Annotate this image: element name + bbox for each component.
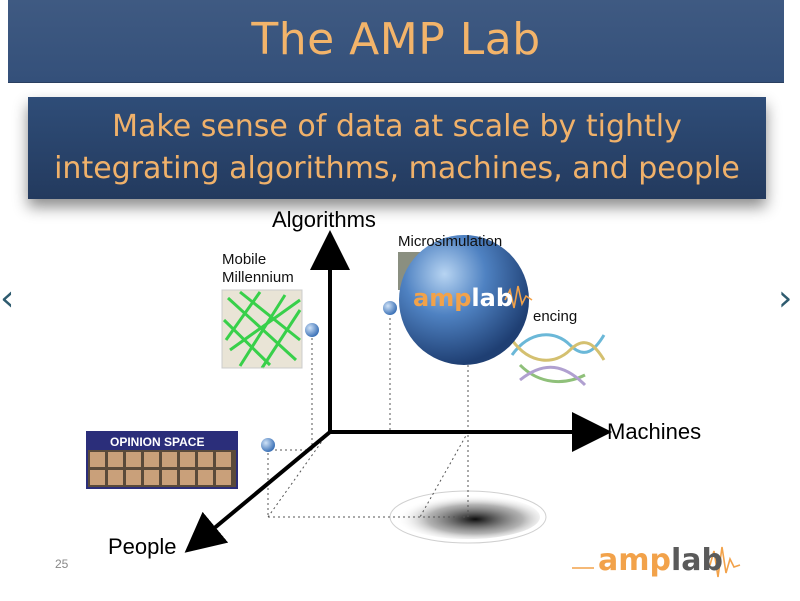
logo-amp: amp xyxy=(598,543,671,578)
dot-mobile xyxy=(305,323,319,337)
people-axis xyxy=(184,430,332,553)
sphere-logo-lab: lab xyxy=(471,284,513,312)
mobile-millennium-map xyxy=(221,289,303,369)
mobile-label-2: Millennium xyxy=(222,269,294,286)
opinion-space-label: OPINION SPACE xyxy=(110,435,204,449)
machines-label: Machines xyxy=(607,419,702,444)
mobile-label-1: Mobile xyxy=(222,251,267,268)
sphere-logo: amplab xyxy=(413,284,513,312)
dot-opinion xyxy=(261,438,275,452)
sequencing-label: encing xyxy=(533,308,578,325)
slide-title: The AMP Lab xyxy=(251,14,541,65)
next-slide-icon[interactable]: › xyxy=(778,278,793,319)
sphere-waveform xyxy=(504,285,533,309)
logo-wordmark: amplab xyxy=(598,543,723,578)
amplab-logo: amplab xyxy=(572,537,742,587)
tagline-banner: Make sense of data at scale by tightly i… xyxy=(28,97,766,199)
microsim-label: Microsimulation xyxy=(398,233,503,250)
opinion-space-thumbnail: OPINION SPACE xyxy=(86,431,238,489)
title-bar: The AMP Lab xyxy=(8,0,784,83)
tagline-line-2: integrating algorithms, machines, and pe… xyxy=(54,151,740,186)
amplab-sphere xyxy=(399,235,529,365)
page-number: 25 xyxy=(55,557,69,571)
dna-helix xyxy=(510,333,606,387)
logo-lab: lab xyxy=(670,543,723,578)
algorithms-label: Algorithms xyxy=(272,207,376,232)
logo-lines xyxy=(572,546,741,578)
prev-slide-icon[interactable]: ‹ xyxy=(0,278,15,319)
dot-microsim xyxy=(383,301,397,315)
sphere-logo-amp: amp xyxy=(413,284,472,312)
people-label: People xyxy=(108,534,177,559)
tagline-line-1: Make sense of data at scale by tightly xyxy=(112,109,682,144)
